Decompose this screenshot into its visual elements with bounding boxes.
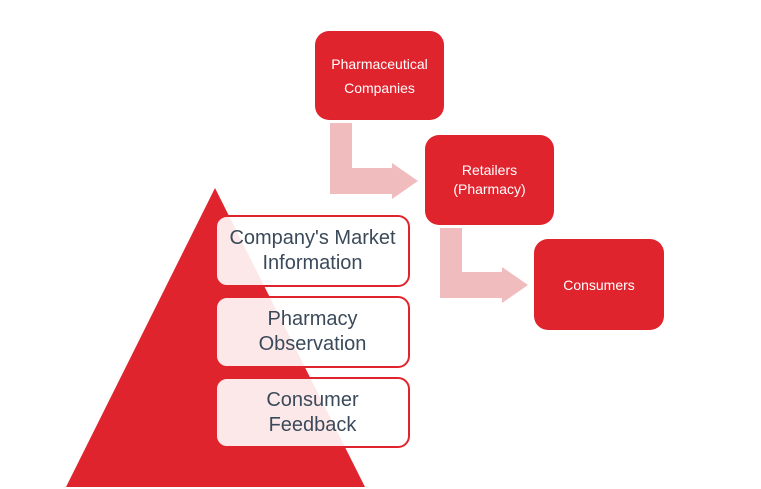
box-label-line: Retailers bbox=[461, 162, 518, 178]
flow-arrow-1 bbox=[330, 123, 418, 199]
pharmacy-observation-box: Pharmacy Observation bbox=[215, 296, 410, 368]
info-label-line: Pharmacy bbox=[267, 308, 358, 330]
info-label-line: Observation bbox=[258, 333, 367, 355]
info-box-backgrounds bbox=[216, 216, 410, 447]
info-label-line: Feedback bbox=[268, 413, 357, 436]
consumer-feedback-box: Consumer Feedback bbox=[215, 377, 410, 448]
info-label-line: Company's Market bbox=[229, 227, 396, 249]
info-label-line: Information bbox=[262, 252, 363, 274]
box-label-line: (Pharmacy) bbox=[453, 181, 526, 197]
box-label-line: Pharmaceutical bbox=[331, 55, 428, 72]
box-label-line: Consumers bbox=[563, 276, 635, 293]
consumers-box: Consumers bbox=[534, 239, 664, 330]
info-label-line: Consumer bbox=[266, 388, 359, 411]
retailers-pharmacy-box: Retailers (Pharmacy) bbox=[425, 135, 554, 225]
flow-arrow-2 bbox=[440, 228, 528, 303]
company-market-information-box: Company's Market Information bbox=[215, 215, 410, 287]
box-label-line: Companies bbox=[344, 79, 415, 96]
pharmaceutical-companies-box: Pharmaceutical Companies bbox=[315, 31, 444, 120]
